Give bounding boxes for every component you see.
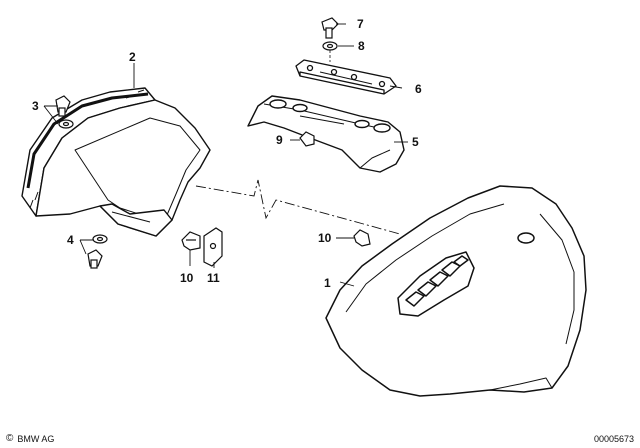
copyright-brand: © BMW AG bbox=[6, 433, 54, 444]
callout-1: 1 bbox=[324, 276, 331, 290]
part-7-screw bbox=[321, 17, 339, 39]
callout-10-left: 10 bbox=[180, 271, 194, 285]
part-1-fairing bbox=[325, 185, 587, 397]
callout-3: 3 bbox=[32, 99, 39, 113]
part-9-clip bbox=[299, 131, 315, 147]
centre-line bbox=[195, 179, 401, 235]
copyright-symbol: © bbox=[6, 433, 14, 444]
part-2-side-panel bbox=[21, 87, 211, 237]
part-3-screw bbox=[55, 95, 74, 129]
part-4-screw bbox=[87, 234, 108, 269]
callout-8: 8 bbox=[358, 39, 365, 53]
callout-6: 6 bbox=[415, 82, 422, 96]
part-11-bracket bbox=[203, 227, 223, 267]
brand-name: BMW AG bbox=[17, 433, 55, 444]
part-6-mounting-plate bbox=[295, 59, 397, 95]
leader-lines bbox=[43, 23, 408, 287]
part-10-clip-left bbox=[181, 231, 201, 251]
callout-2: 2 bbox=[129, 50, 136, 64]
part-10-clip-right bbox=[353, 229, 371, 247]
callout-7: 7 bbox=[357, 17, 364, 31]
part-8-washer bbox=[322, 41, 338, 51]
callout-9: 9 bbox=[276, 133, 283, 147]
callout-11: 11 bbox=[207, 271, 220, 285]
callout-10-right: 10 bbox=[318, 231, 332, 245]
diagram-id: 00005673 bbox=[593, 434, 634, 444]
callout-4: 4 bbox=[67, 233, 74, 247]
part-5-holder bbox=[247, 95, 405, 173]
callout-5: 5 bbox=[412, 135, 419, 149]
